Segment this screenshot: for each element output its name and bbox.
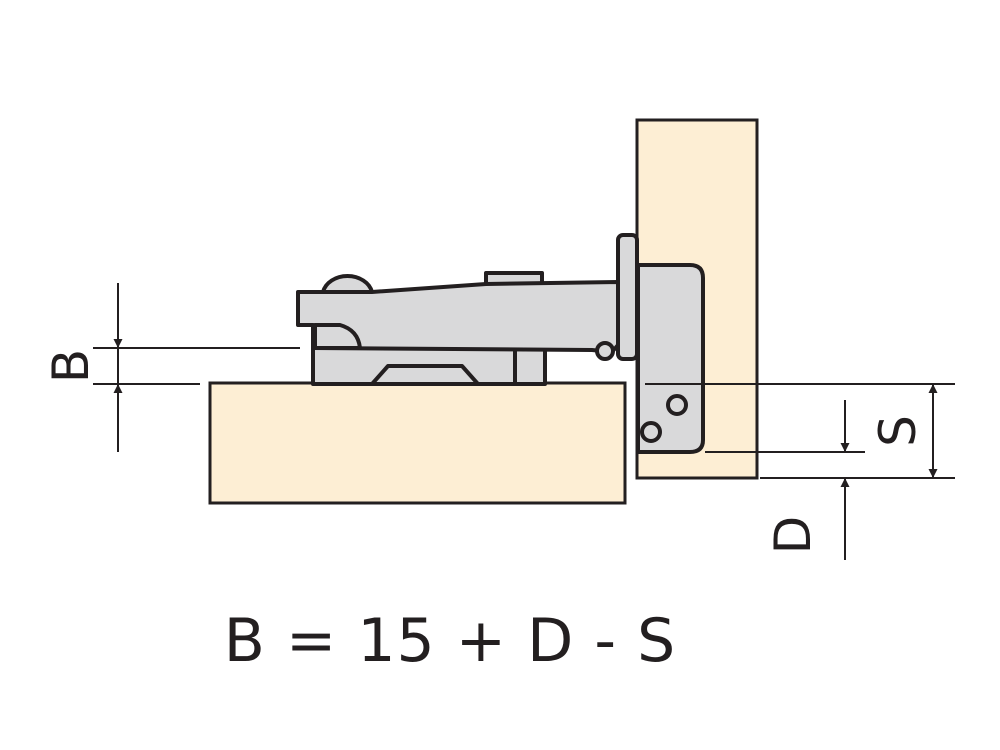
dimension-s: S: [645, 383, 955, 479]
label-b: B: [42, 349, 100, 383]
formula: B = 15 + D - S: [223, 606, 677, 676]
dimension-d: D: [705, 400, 865, 560]
label-d: D: [764, 516, 822, 555]
label-s: S: [869, 415, 927, 447]
cabinet-side-panel: [208, 381, 627, 505]
hinge: [296, 233, 705, 454]
dimension-b: B: [42, 283, 300, 452]
